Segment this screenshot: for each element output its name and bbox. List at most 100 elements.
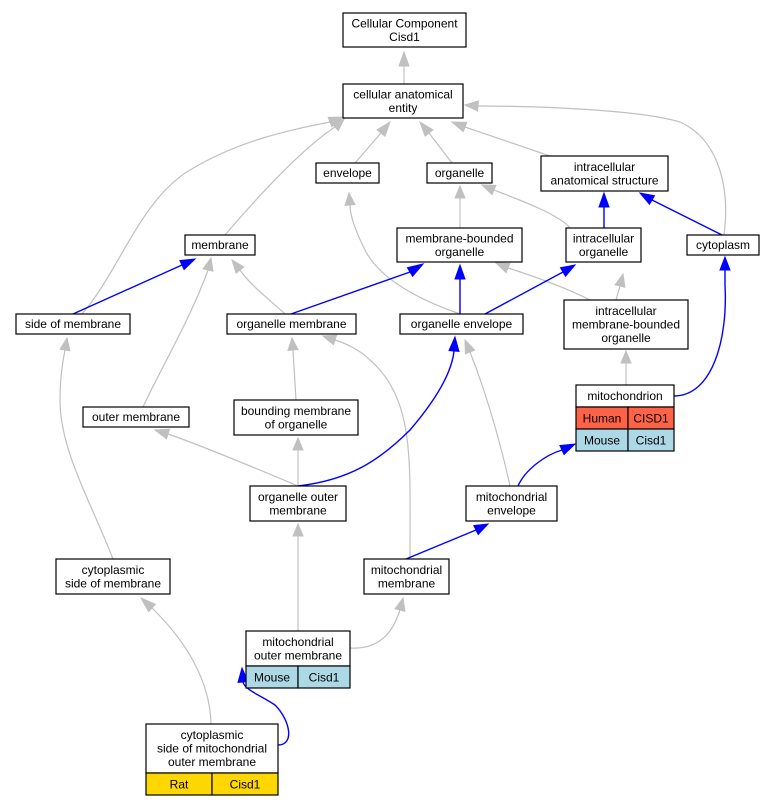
node-box (55, 558, 171, 595)
edge-line (349, 609, 401, 649)
edge-ias-cytoplasm (638, 192, 723, 236)
edge-membrane-orgmem (231, 258, 286, 315)
edge-line (167, 433, 299, 487)
edge-csom-csmom (139, 596, 212, 725)
node-box (563, 299, 689, 350)
gene-label: Cisd1 (636, 434, 667, 448)
species-label: Mouse (584, 434, 620, 448)
arrowhead (231, 258, 245, 274)
edge-imbo-mito (620, 349, 632, 385)
arrowhead (344, 191, 356, 206)
node-outer[interactable]: outer membrane (82, 406, 190, 428)
edge-line (651, 199, 723, 236)
node-label-line: membrane-bounded (572, 318, 680, 332)
arrowhead (139, 596, 157, 613)
gene-cell (627, 428, 675, 452)
node-box (15, 313, 131, 335)
edge-line (477, 105, 727, 236)
node-orgmem[interactable]: organelle membrane (226, 313, 357, 335)
edge-line (290, 271, 411, 315)
edge-line (464, 126, 551, 157)
arrowhead (292, 522, 304, 537)
edge-cae-som (81, 116, 345, 315)
edge-line (224, 126, 336, 236)
edge-line (151, 607, 212, 725)
gene-label: Cisd1 (230, 778, 261, 792)
node-organelle[interactable]: organelle (426, 162, 493, 184)
edge-cytoplasm-mito (673, 255, 731, 397)
node-label-line: outer membrane (254, 648, 342, 662)
gene-label: Cisd1 (309, 671, 340, 685)
node-label-line: organelle outer (258, 490, 338, 504)
node-label-line: organelle (435, 245, 485, 259)
node-label-line: cytoplasmic (82, 563, 145, 577)
edge-io-orgenv (484, 264, 577, 315)
node-label-line: intracellular (595, 304, 656, 318)
node-label-line: mitochondrion (587, 389, 662, 403)
arrowhead (614, 272, 626, 288)
arrowhead (327, 116, 345, 128)
node-label-line: anatomical structure (550, 173, 658, 187)
edge-orgenv-menv (464, 338, 511, 487)
edge-line (81, 121, 331, 315)
node-label-line: membrane (269, 503, 327, 517)
arrowhead (202, 256, 214, 272)
arrowhead (454, 184, 466, 199)
species-label: Mouse (254, 671, 290, 685)
node-label-line: organelle membrane (236, 317, 346, 331)
edge-orgenv-oom (297, 335, 460, 487)
edge-mbo-orgmem (290, 263, 425, 315)
node-label-line: mitochondrial (476, 490, 547, 504)
node-som[interactable]: side of membrane (15, 313, 131, 335)
edge-line (428, 132, 453, 164)
node-box (233, 399, 359, 436)
graph-edges (59, 50, 731, 746)
node-box (315, 162, 380, 184)
edge-menv-mm (405, 523, 490, 560)
arrowhead (620, 349, 632, 364)
node-label-line: side of membrane (65, 576, 161, 590)
species-label: Rat (170, 778, 189, 792)
arrowhead (406, 263, 425, 278)
node-box (363, 558, 450, 595)
node-membrane[interactable]: membrane (184, 234, 256, 256)
node-box (465, 485, 558, 522)
gene-cell (211, 772, 279, 796)
node-label-line: envelope (323, 166, 372, 180)
arrowhead (450, 121, 468, 133)
edge-ias-io (598, 191, 610, 228)
edge-root-cae (398, 50, 410, 84)
node-cytoplasm[interactable]: cytoplasm (686, 234, 760, 256)
node-label-line: membrane (191, 238, 249, 252)
edge-line (72, 264, 183, 315)
annotation-row-mouse: Mouse Cisd1 (245, 665, 351, 689)
gene-label: CISD1 (633, 412, 669, 426)
node-orgenv[interactable]: organelle envelope (399, 313, 524, 335)
node-label-line: side of mitochondrial (157, 742, 267, 756)
edge-som-csom (59, 336, 114, 560)
arrowhead (463, 100, 479, 112)
edge-line (354, 132, 382, 164)
node-box (540, 155, 669, 192)
node-label-line: outer membrane (168, 755, 256, 769)
edge-mm-mom (349, 596, 406, 649)
node-envelope[interactable]: envelope (315, 162, 380, 184)
edge-oom-mom (292, 522, 304, 631)
edge-orgmem-mm (321, 334, 411, 560)
node-box (82, 406, 190, 428)
